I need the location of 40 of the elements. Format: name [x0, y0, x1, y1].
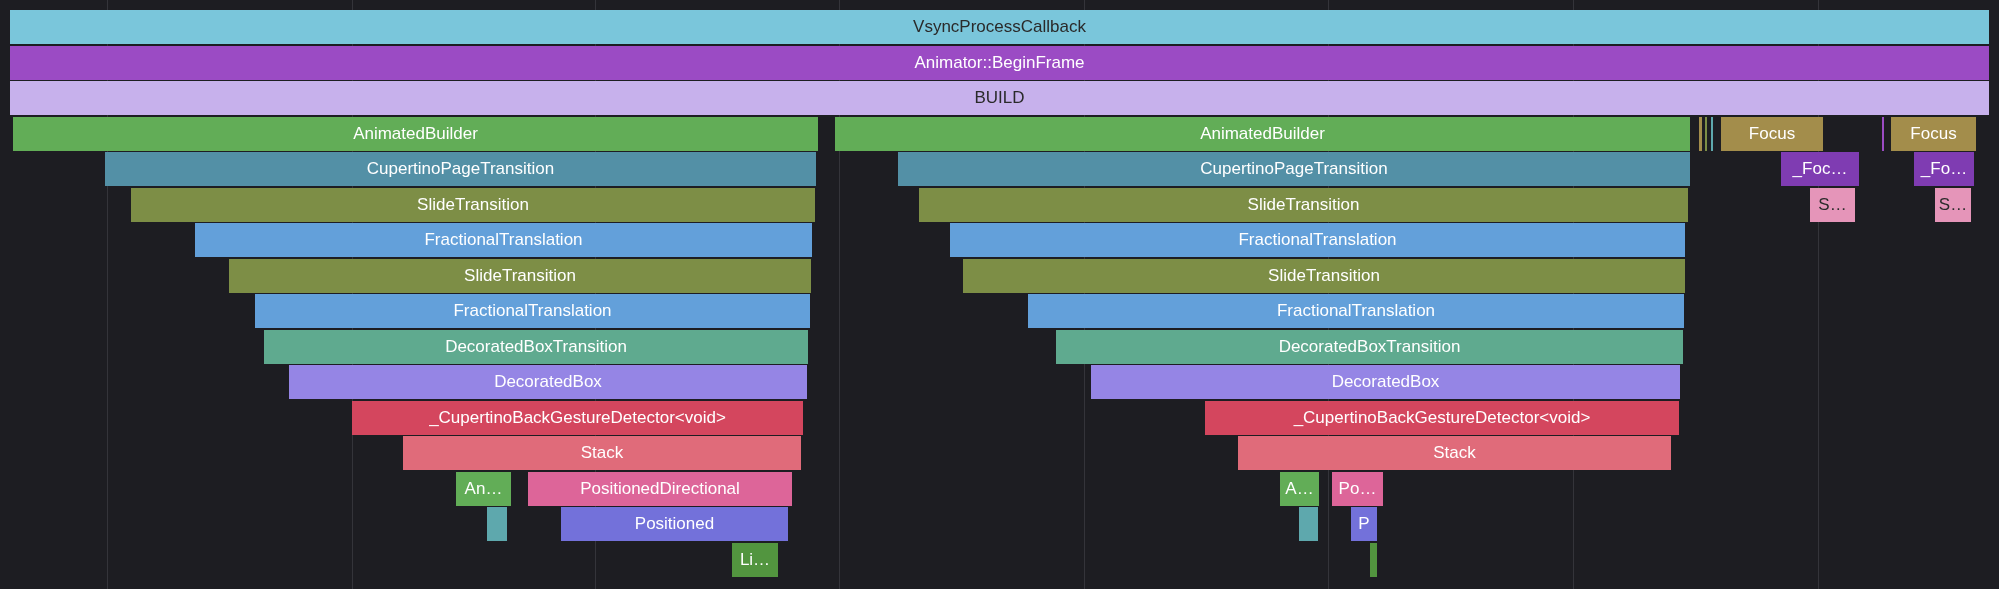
flame-bar	[1299, 507, 1318, 541]
flame-bar: FractionalTranslation	[1028, 294, 1684, 328]
flame-bar: SlideTransition	[229, 259, 811, 293]
flame-bar: AnimatedBuilder	[835, 117, 1690, 151]
flame-bar: Po…	[1332, 472, 1383, 506]
flame-bar: S…	[1935, 188, 1971, 222]
flame-bar: _Foc…	[1781, 152, 1859, 186]
flame-bar: AnimatedBuilder	[13, 117, 818, 151]
flame-bar: Stack	[1238, 436, 1671, 470]
flame-bar: S…	[1810, 188, 1855, 222]
flame-bar: _CupertinoBackGestureDetector<void>	[1205, 401, 1679, 435]
flame-bar: FractionalTranslation	[255, 294, 810, 328]
flame-bar: Li…	[732, 543, 778, 577]
flame-bar: Focus	[1721, 117, 1823, 151]
flame-bar	[1370, 543, 1377, 577]
flame-bar: DecoratedBoxTransition	[264, 330, 808, 364]
flame-bar: CupertinoPageTransition	[105, 152, 816, 186]
flame-bar: DecoratedBoxTransition	[1056, 330, 1683, 364]
flame-bar: SlideTransition	[919, 188, 1688, 222]
flame-bar: Positioned	[561, 507, 788, 541]
flame-bar: An…	[456, 472, 511, 506]
flame-bar: P	[1351, 507, 1377, 541]
flame-bar: SlideTransition	[131, 188, 815, 222]
flame-bar: Stack	[403, 436, 801, 470]
flame-bar: FractionalTranslation	[195, 223, 812, 257]
flame-bar: DecoratedBox	[1091, 365, 1680, 399]
flame-bar: PositionedDirectional	[528, 472, 792, 506]
flame-bar: BUILD	[10, 81, 1989, 115]
flame-bar: _CupertinoBackGestureDetector<void>	[352, 401, 803, 435]
flame-bar: Focus	[1891, 117, 1976, 151]
flame-bar: VsyncProcessCallback	[10, 10, 1989, 44]
flame-bar: FractionalTranslation	[950, 223, 1685, 257]
flame-bar: DecoratedBox	[289, 365, 807, 399]
flame-bar: _Fo…	[1914, 152, 1974, 186]
flame-bar: CupertinoPageTransition	[898, 152, 1690, 186]
flame-bar: A…	[1280, 472, 1319, 506]
flame-bar: Animator::BeginFrame	[10, 46, 1989, 80]
flame-bar	[1699, 117, 1702, 151]
flame-bar: SlideTransition	[963, 259, 1685, 293]
flame-bar	[487, 507, 507, 541]
